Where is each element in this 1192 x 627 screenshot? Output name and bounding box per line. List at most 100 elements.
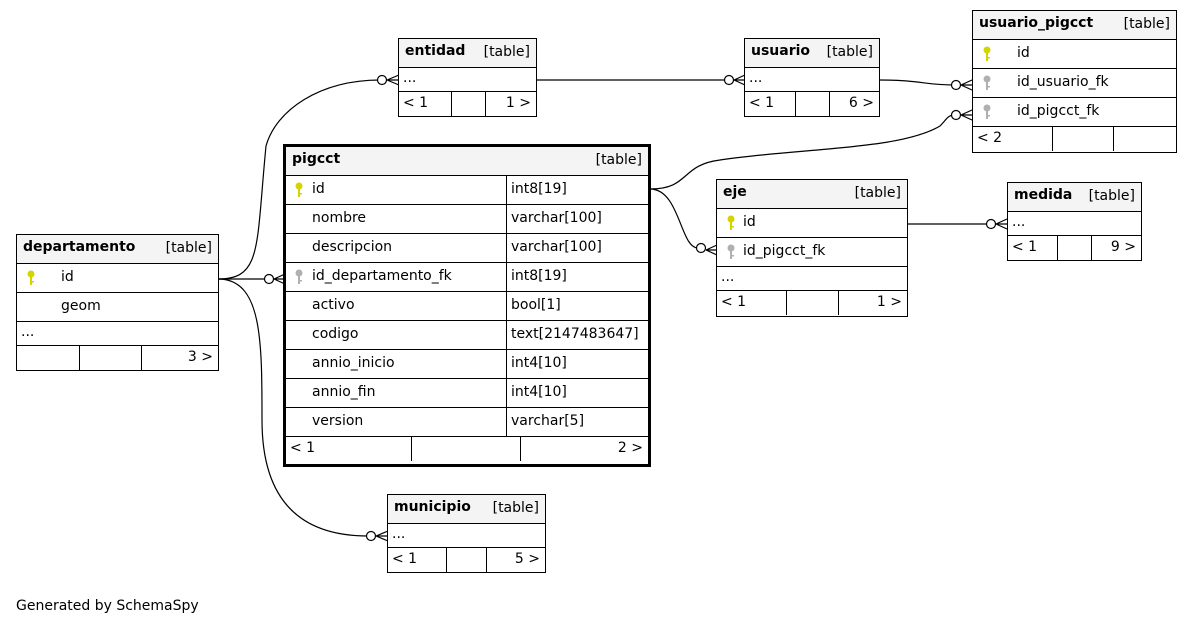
column-name: id <box>312 181 325 197</box>
column-type: bool[1] <box>511 297 561 313</box>
rel-end-medida <box>985 218 997 230</box>
table-name[interactable]: medida <box>1014 187 1073 203</box>
nav-prev[interactable]: < 2 <box>977 130 1003 146</box>
nav-prev[interactable]: < 1 <box>290 440 316 456</box>
column-row[interactable]: id_departamento_fk int8[19] <box>286 263 648 292</box>
nav-next[interactable]: 9 > <box>1110 239 1136 255</box>
nav-prev[interactable]: < 1 <box>403 95 429 111</box>
nav-next[interactable]: 3 > <box>187 349 213 365</box>
column-name: id <box>61 269 74 285</box>
rel-pigcct-eje <box>649 188 699 249</box>
column-row[interactable]: id <box>17 264 218 293</box>
ellipsis-text: ... <box>392 526 406 542</box>
column-type: int4[10] <box>511 384 567 400</box>
nav-prev[interactable]: < 1 <box>721 294 747 310</box>
column-name: activo <box>312 297 355 313</box>
ellipsis-text: ... <box>1012 214 1026 230</box>
nav-prev[interactable]: < 1 <box>392 551 418 567</box>
column-row[interactable]: activo bool[1] <box>286 292 648 321</box>
nav-next[interactable]: 2 > <box>617 440 643 456</box>
table-header: eje [table] <box>717 180 907 209</box>
table-header: entidad [table] <box>399 39 536 68</box>
table-name[interactable]: departamento <box>23 239 136 255</box>
column-type: varchar[100] <box>511 239 602 255</box>
column-row[interactable]: id <box>973 40 1176 69</box>
table-name[interactable]: usuario_pigcct <box>979 15 1094 31</box>
table-tag: [table] <box>1088 188 1135 204</box>
primary-key-icon <box>295 182 303 197</box>
column-name: version <box>312 413 364 429</box>
rel-departamento-municipio <box>217 278 369 537</box>
rel-end-eje <box>695 242 707 254</box>
table-nav: < 1 1 > <box>399 92 536 116</box>
column-type: int8[19] <box>511 268 567 284</box>
table-entidad[interactable]: entidad [table] ... < 1 1 > <box>398 38 537 117</box>
table-pigcct[interactable]: pigcct [table] id int8[19] nombre varcha… <box>283 144 651 467</box>
table-header: departamento [table] <box>17 235 218 264</box>
table-name[interactable]: entidad <box>405 43 466 59</box>
column-row[interactable]: id <box>717 209 907 238</box>
table-usuario[interactable]: usuario [table] ... < 1 6 > <box>744 38 880 117</box>
rel-pigcct-usuariopigcct <box>649 114 955 190</box>
column-row[interactable]: geom <box>17 293 218 322</box>
nav-next[interactable]: 5 > <box>514 551 540 567</box>
column-name: id <box>1017 45 1030 61</box>
column-type: int8[19] <box>511 181 567 197</box>
table-tag: [table] <box>483 44 530 60</box>
foreign-key-icon <box>983 75 991 90</box>
table-eje[interactable]: eje [table] id id_pigcct_fk ... < 1 1 > <box>716 179 908 317</box>
table-departamento[interactable]: departamento [table] id geom ... 3 > <box>16 234 219 371</box>
rel-usuario-usuariopigcct <box>878 79 955 86</box>
column-name: id <box>743 214 756 230</box>
footer-credit: Generated by SchemaSpy <box>16 598 199 614</box>
table-name[interactable]: municipio <box>394 499 471 515</box>
table-name[interactable]: pigcct <box>292 151 341 167</box>
nav-prev[interactable]: < 1 <box>749 95 775 111</box>
table-name[interactable]: eje <box>723 184 747 200</box>
column-row[interactable]: version varchar[5] <box>286 408 648 437</box>
table-usuario-pigcct[interactable]: usuario_pigcct [table] id id_usuario_fk … <box>972 10 1177 153</box>
primary-key-icon <box>27 270 35 285</box>
column-name: nombre <box>312 210 367 226</box>
foreign-key-icon <box>295 269 303 284</box>
column-row[interactable]: id int8[19] <box>286 176 648 205</box>
column-row[interactable]: descripcion varchar[100] <box>286 234 648 263</box>
table-nav: < 1 1 > <box>717 291 907 315</box>
ellipsis-text: ... <box>403 70 417 86</box>
table-medida[interactable]: medida [table] ... < 1 9 > <box>1007 182 1142 261</box>
nav-next[interactable]: 6 > <box>848 95 874 111</box>
table-tag: [table] <box>165 240 212 256</box>
column-row[interactable]: id_pigcct_fk <box>717 238 907 267</box>
table-nav: < 2 <box>973 127 1176 151</box>
nav-prev[interactable]: < 1 <box>1012 239 1038 255</box>
table-header: usuario [table] <box>745 39 879 68</box>
foreign-key-icon <box>727 244 735 259</box>
ellipsis-row: ... <box>388 524 545 548</box>
column-row[interactable]: codigo text[2147483647] <box>286 321 648 350</box>
column-name: annio_inicio <box>312 355 395 371</box>
column-row[interactable]: annio_fin int4[10] <box>286 379 648 408</box>
table-municipio[interactable]: municipio [table] ... < 1 5 > <box>387 494 546 573</box>
column-row[interactable]: nombre varchar[100] <box>286 205 648 234</box>
column-type: int4[10] <box>511 355 567 371</box>
table-header: municipio [table] <box>388 495 545 524</box>
column-type: varchar[5] <box>511 413 585 429</box>
ellipsis-row: ... <box>745 68 879 92</box>
ellipsis-text: ... <box>749 70 763 86</box>
nav-next[interactable]: 1 > <box>505 95 531 111</box>
rel-end-entidad <box>376 74 388 86</box>
column-row[interactable]: id_usuario_fk <box>973 69 1176 98</box>
table-name[interactable]: usuario <box>751 43 811 59</box>
table-nav: 3 > <box>17 346 218 370</box>
ellipsis-row: ... <box>717 267 907 291</box>
column-row[interactable]: annio_inicio int4[10] <box>286 350 648 379</box>
table-header: usuario_pigcct [table] <box>973 11 1176 40</box>
table-tag: [table] <box>826 44 873 60</box>
column-row[interactable]: id_pigcct_fk <box>973 98 1176 127</box>
rel-end-usuariopigcct-2 <box>950 109 962 121</box>
nav-next[interactable]: 1 > <box>876 294 902 310</box>
ellipsis-text: ... <box>21 324 35 340</box>
rel-end-usuario <box>723 74 735 86</box>
table-header: medida [table] <box>1008 183 1141 212</box>
